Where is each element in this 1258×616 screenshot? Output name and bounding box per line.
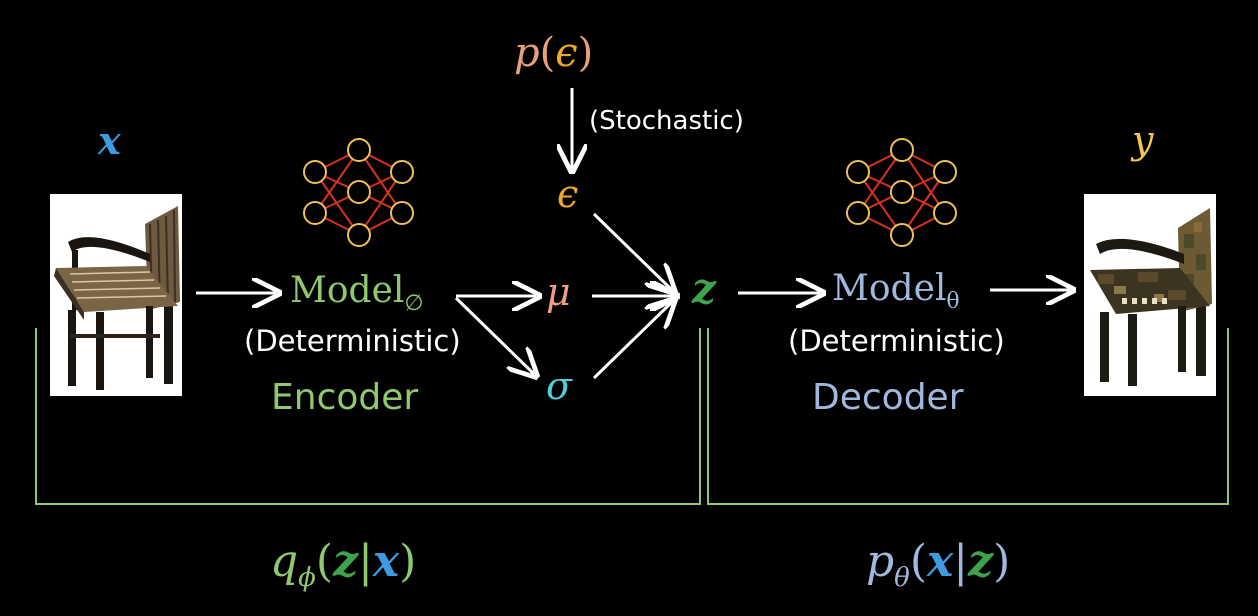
output-symbol-y: y — [1132, 118, 1154, 162]
q-z: z — [333, 536, 359, 587]
q-symbol: q — [270, 536, 299, 587]
p-open-paren: ( — [909, 536, 927, 587]
arrow-sigma-to-z — [592, 302, 672, 380]
q-close-paren: ) — [399, 536, 417, 587]
epsilon-symbol: ϵ — [557, 172, 579, 216]
p-x: x — [927, 536, 954, 587]
p-symbol: p — [866, 536, 895, 587]
p-subscript: θ — [894, 562, 910, 593]
sigma-symbol: σ — [546, 364, 572, 408]
decoder-model-subscript: θ — [946, 289, 960, 315]
noise-eps-inner: ϵ — [555, 30, 578, 76]
p-close-paren: ) — [993, 536, 1011, 587]
p-z: z — [968, 536, 994, 587]
reconstructed-chair-graphic — [1090, 208, 1212, 386]
decoder-model-text: Model — [832, 268, 947, 309]
q-x: x — [372, 536, 400, 587]
input-symbol-x: x — [98, 118, 121, 163]
latent-z-symbol: z — [692, 264, 716, 313]
encoder-distribution-label: qϕ(z|x) — [270, 536, 416, 593]
decoder-network-icon — [846, 138, 957, 247]
q-open-paren: ( — [315, 536, 334, 587]
bracket-encoder — [35, 328, 701, 505]
input-chair-image — [50, 194, 182, 396]
noise-distribution: p(ϵ) — [514, 30, 593, 76]
encoder-network-icon — [303, 138, 414, 247]
output-chair-image — [1084, 194, 1216, 396]
encoder-mode-label: (Deterministic) — [244, 324, 461, 358]
noise-open-paren: ( — [539, 30, 556, 76]
encoder-model-subscript: ∅ — [404, 291, 424, 317]
encoder-model-text: Model — [290, 270, 405, 311]
bracket-decoder — [707, 328, 1229, 505]
arrow-eps-to-z — [592, 212, 672, 290]
arrow-encoder-to-sigma — [454, 296, 534, 374]
decoder-distribution-label: pθ(x|z) — [866, 536, 1010, 593]
noise-close-paren: ) — [577, 30, 594, 76]
q-bar: | — [358, 536, 373, 587]
decoder-model-label: Modelθ — [832, 268, 960, 314]
encoder-model-label: Model∅ — [290, 270, 424, 316]
decoder-name: Decoder — [812, 377, 964, 418]
decoder-mode-label: (Deterministic) — [788, 324, 1005, 358]
q-subscript: ϕ — [298, 562, 316, 593]
mu-symbol: μ — [546, 270, 571, 314]
noise-p-symbol: p — [514, 30, 540, 76]
p-bar: | — [953, 536, 969, 587]
chair-photo-graphic — [54, 206, 180, 390]
encoder-name: Encoder — [271, 377, 419, 418]
stochastic-label: (Stochastic) — [589, 106, 744, 136]
